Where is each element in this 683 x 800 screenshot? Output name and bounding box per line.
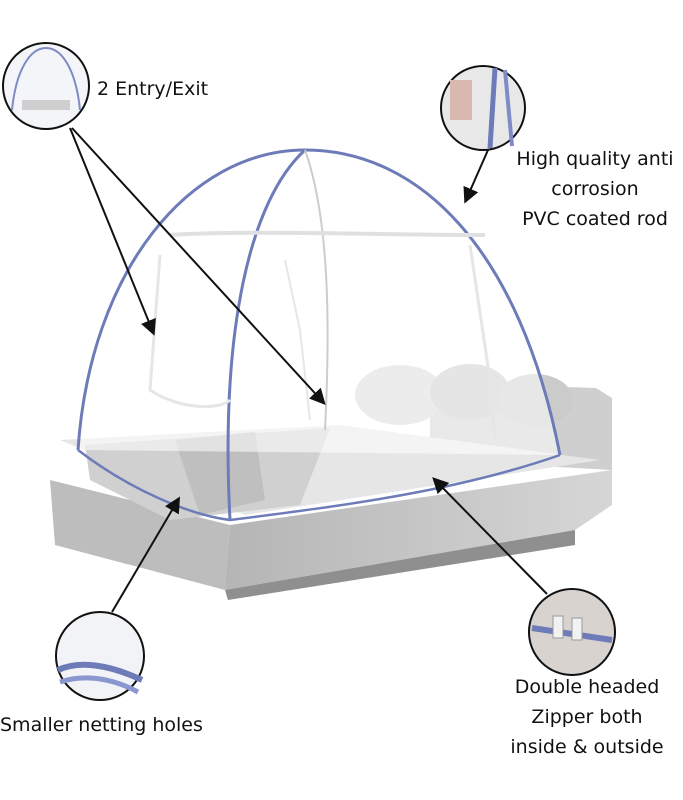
bed-front-panel [225, 470, 612, 590]
mini-bed [22, 100, 70, 110]
callout-text: PVC coated rod [522, 208, 668, 230]
mini-rod [503, 69, 514, 147]
mini-netting-edge [59, 675, 140, 695]
callout-text: 2 Entry/Exit [97, 78, 209, 100]
mini-netting-edge [56, 661, 144, 683]
detail-holes [55, 611, 145, 701]
callout-pvc-rod: High quality anti corrosion PVC coated r… [505, 144, 683, 234]
detail-entry [2, 42, 90, 130]
mini-rod [487, 67, 498, 149]
mini-zipper-pull [552, 615, 564, 639]
callout-text: High quality anti [516, 148, 674, 170]
entry-door-left [148, 254, 232, 409]
callout-text: Zipper both [531, 706, 643, 728]
pointer-zipper [432, 477, 548, 595]
callout-text: corrosion [551, 178, 639, 200]
detail-zipper [528, 588, 616, 676]
callout-text: Smaller netting holes [0, 714, 203, 736]
net-dome [76, 148, 562, 456]
net-rod-front [226, 148, 307, 521]
bed-base-shadow [225, 530, 575, 600]
pointer-entry-1 [69, 127, 156, 336]
entry-door-right [468, 244, 497, 441]
detail-rod [440, 65, 526, 151]
pointer-holes [111, 496, 181, 613]
pointer-lines [69, 127, 548, 613]
callout-netting-holes: Smaller netting holes [0, 710, 203, 740]
pointer-entry-2 [71, 127, 326, 405]
zipper-line [284, 259, 311, 421]
mini-zipper-pull [571, 617, 583, 641]
mini-net [11, 46, 81, 111]
net-rod-back [304, 149, 329, 431]
net-bottom-edge [77, 449, 561, 522]
callout-text: Double headed [514, 676, 660, 698]
callout-entry-exit: 2 Entry/Exit [97, 74, 208, 104]
callout-zipper: Double headed Zipper both inside & outsi… [497, 672, 677, 762]
blanket-fold [175, 432, 265, 515]
bed-side-panel [50, 480, 230, 590]
mini-wall [450, 80, 472, 120]
callout-text: inside & outside [510, 736, 664, 758]
pointer-rod [463, 149, 489, 204]
net-top-band [169, 230, 486, 237]
mosquito-net [76, 148, 562, 522]
